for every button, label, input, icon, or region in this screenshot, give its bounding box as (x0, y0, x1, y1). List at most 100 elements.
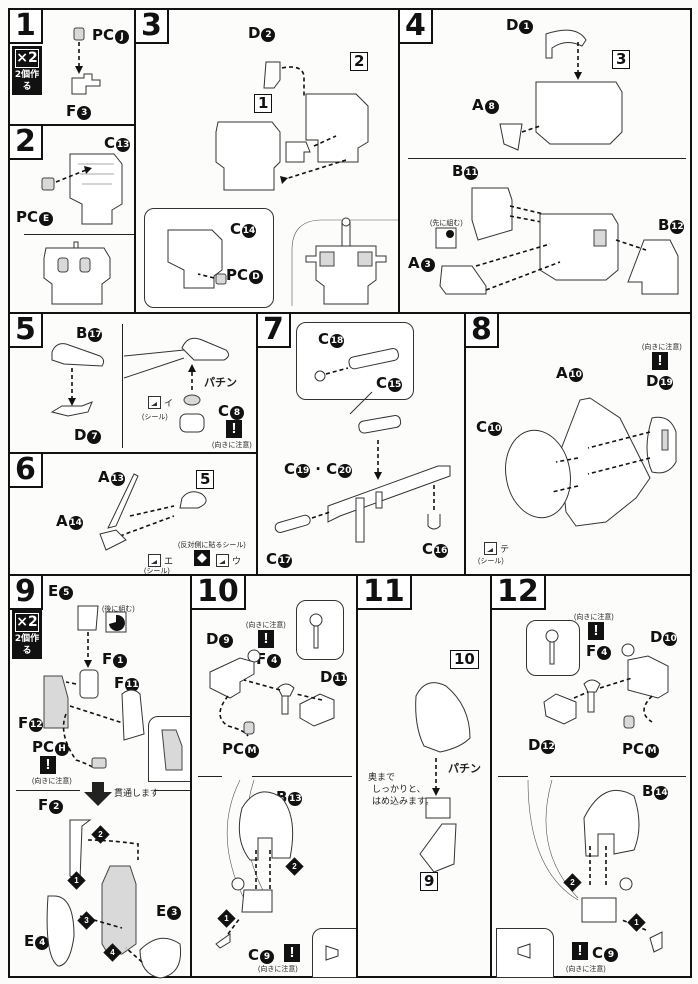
part-letter: C (230, 220, 242, 238)
part-number: 9 (260, 950, 275, 964)
part-letter: A (56, 512, 68, 530)
part-number: 7 (87, 430, 102, 444)
divider (550, 776, 686, 777)
part-letter: C (326, 460, 338, 478)
step-number: 9 (10, 576, 43, 610)
orientation-note: (向きに注意) (566, 966, 606, 973)
sticker-code: ウ (232, 556, 242, 566)
part-letter: F (38, 796, 49, 814)
part-number: J (115, 30, 130, 44)
step-4-bottom-illustration (439, 187, 679, 295)
order-number: 1 (74, 876, 79, 885)
make-two-badge: ×2 2個作る (12, 610, 42, 659)
step-7-illustration (274, 348, 451, 543)
divider (498, 776, 528, 777)
part-letter: A (472, 96, 484, 114)
warning-icon: ! (284, 944, 300, 962)
down-arrow-icon (84, 782, 112, 806)
assemble-first-note: (先に組む) (430, 220, 463, 227)
sticker-icon (216, 554, 229, 567)
part-number: 16 (434, 544, 449, 558)
part-letter: D (74, 426, 87, 444)
part-letter: F (66, 102, 77, 120)
step-3-result-view (291, 217, 398, 306)
part-number: 12 (541, 740, 556, 754)
step-4-top-illustration (499, 29, 623, 151)
part-number: 4 (267, 654, 282, 668)
part-letter: PC (16, 208, 39, 226)
opposite-side-sticker-note: (反対側に貼るシール) (178, 542, 246, 549)
part-number: 4 (35, 936, 50, 950)
step-5-right-illustration (123, 337, 230, 433)
part-number: 13 (116, 138, 131, 152)
part-letter: C (266, 550, 278, 568)
step-2-illustration (41, 153, 123, 225)
part-letter: E (24, 932, 35, 950)
divider (154, 790, 190, 791)
order-number: 1 (224, 914, 229, 923)
part-letter: F (102, 650, 113, 668)
ref-step-9: 9 (420, 872, 439, 891)
insert-note-line-1: 奥まで (368, 772, 396, 782)
step-number: 2 (10, 126, 43, 160)
part-number: 14 (242, 224, 257, 238)
sticker-caption: (シール) (478, 558, 504, 565)
part-letter: B (452, 162, 464, 180)
step-10-bottom-illustration (215, 779, 294, 949)
orientation-note: (向きに注意) (212, 442, 252, 449)
part-number: 19 (659, 376, 674, 390)
through-note: 貫通します (114, 788, 160, 798)
step-number: 8 (466, 314, 499, 348)
part-number: 3 (167, 906, 182, 920)
divider-vertical (122, 324, 123, 448)
step-1-illustration (71, 27, 101, 95)
part-number: D (249, 270, 264, 284)
part-letter: PC (222, 740, 245, 758)
part-letter: B (276, 788, 288, 806)
sticker-icon (148, 554, 161, 567)
part-letter: C (248, 946, 260, 964)
part-letter: PC (226, 266, 249, 284)
part-letter: C (422, 540, 434, 558)
step-12-bottom-illustration (527, 779, 663, 953)
part-number: 17 (278, 554, 293, 568)
sticker-code: エ (164, 556, 174, 566)
part-number: 10 (663, 632, 678, 646)
warning-icon: ! (40, 756, 56, 774)
part-number: 2 (49, 800, 64, 814)
divider (16, 790, 80, 791)
part-letter: C (104, 134, 116, 152)
assemble-later-note: (後に組む) (102, 606, 135, 613)
part-number: 9 (219, 634, 234, 648)
step-number: 10 (192, 576, 246, 610)
part-letter: C (218, 402, 230, 420)
part-letter: B (76, 324, 88, 342)
ref-step-2: 2 (350, 52, 369, 71)
part-letter: D (248, 24, 261, 42)
part-letter: A (556, 364, 568, 382)
insert-note-line-3: はめ込みます。 (372, 796, 435, 806)
step-10-side-illustration (325, 945, 339, 961)
step-8-illustration (505, 397, 677, 527)
part-number: 5 (59, 586, 74, 600)
part-number: 18 (330, 334, 345, 348)
order-number: 1 (634, 918, 639, 927)
order-marker-4: 4 (103, 943, 122, 962)
sticker-code: テ (500, 544, 510, 554)
orientation-note: (向きに注意) (642, 344, 682, 351)
